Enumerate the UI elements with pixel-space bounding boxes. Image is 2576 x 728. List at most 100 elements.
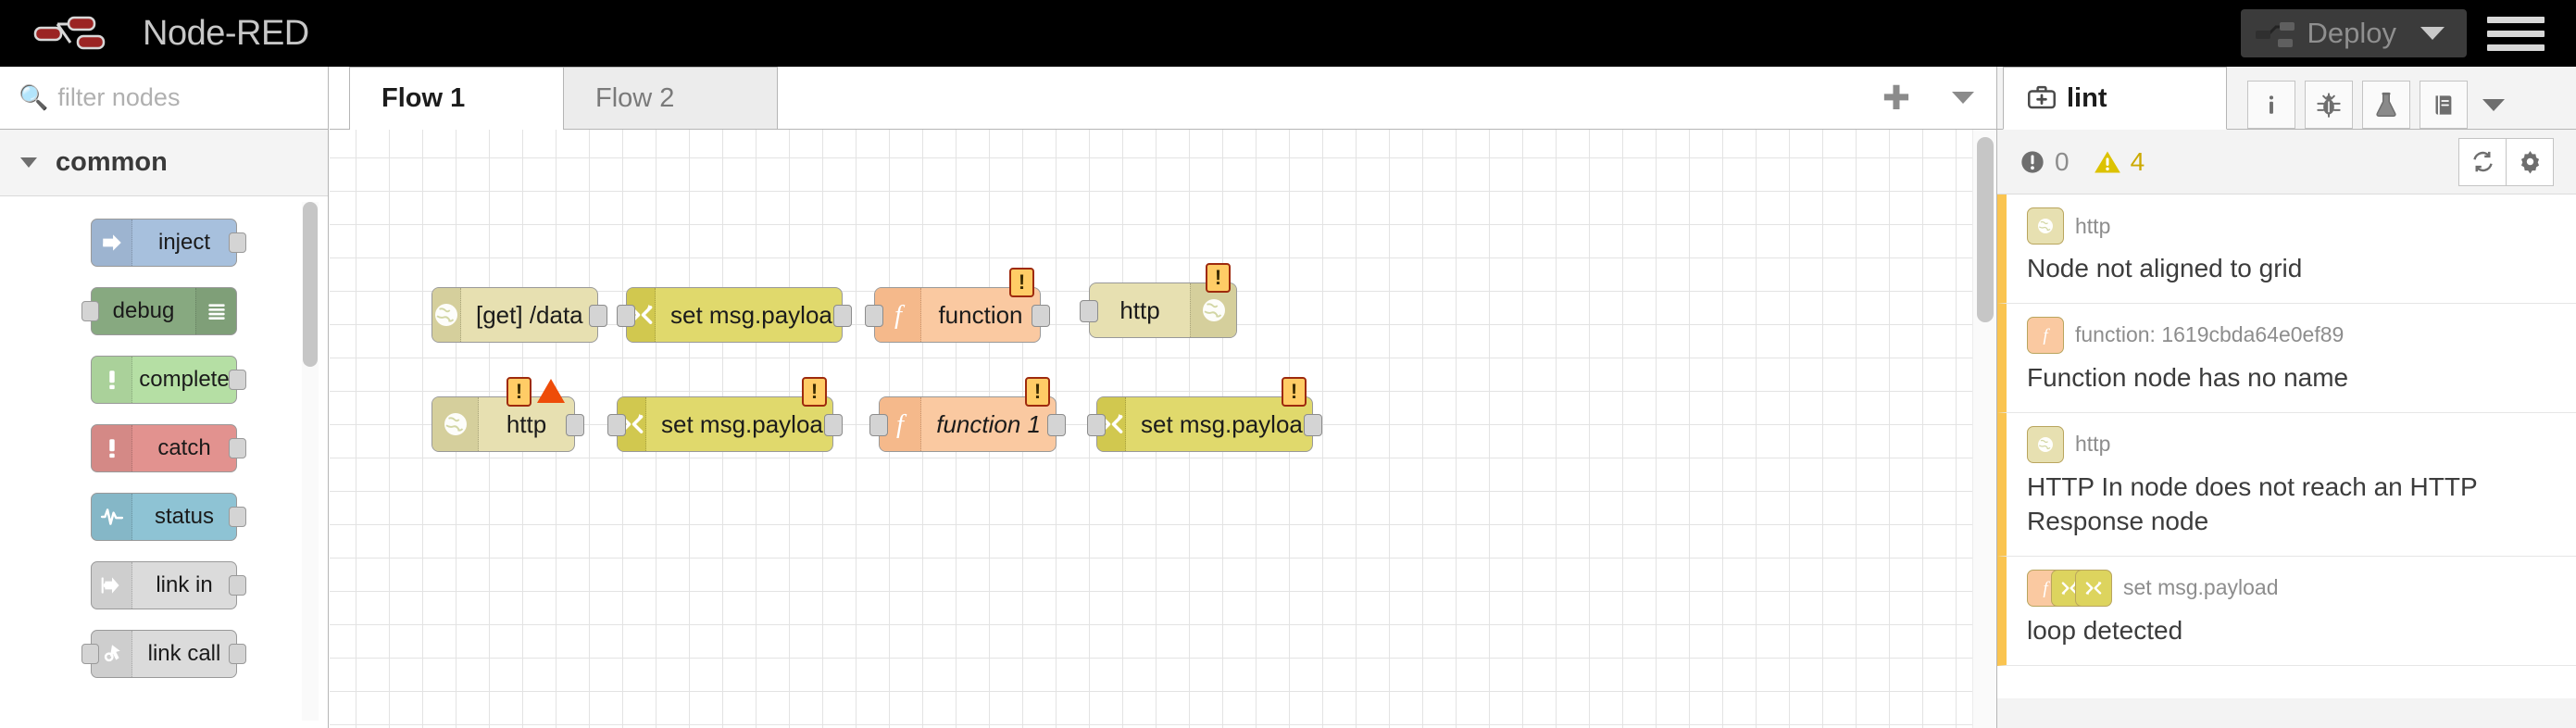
deploy-button[interactable]: Deploy [2240,9,2467,57]
flow-node-change2[interactable]: set msg.payload! [607,377,843,452]
refresh-button[interactable] [2458,137,2507,186]
node-input-port[interactable] [869,414,888,436]
flow-node-httpin1[interactable]: [get] /data [431,287,607,343]
header-actions: Deploy [2240,0,2576,67]
node-output-port[interactable] [566,414,584,436]
node-output-port[interactable] [229,507,246,527]
palette-node-status[interactable]: status [91,493,246,541]
sidebar-tab-test[interactable] [2362,81,2410,129]
flow-node-change3[interactable]: set msg.payload! [1087,377,1322,452]
list-lines-icon [195,288,236,334]
node-output-port[interactable] [589,305,607,327]
flow-node-change1[interactable]: set msg.payload [617,287,852,343]
node-error-badge[interactable]: ! [802,377,827,407]
sidebar-tab-info[interactable] [2247,81,2295,129]
lint-item[interactable]: http Node not aligned to grid [1997,195,2576,304]
node-output-port[interactable] [229,438,246,458]
search-input[interactable] [57,83,299,112]
sidebar-tab-help[interactable] [2420,81,2468,129]
node-output-port[interactable] [1032,305,1050,327]
node-warning-badge[interactable] [537,379,565,403]
lint-item-node-name: function: 1619cbda64e0ef89 [2075,322,2345,347]
palette-node-label: complete [139,367,230,392]
palette-node-inject[interactable]: inject [91,219,246,267]
lint-warning-list: http Node not aligned to grid f function… [1997,195,2576,698]
node-input-port[interactable] [1087,414,1106,436]
palette-node-link-call[interactable]: link call [81,630,246,678]
sidebar-tab-debug[interactable] [2305,81,2353,129]
node-output-port[interactable] [229,644,246,664]
palette-category-label: common [56,147,168,177]
lint-item-header: f set msg.payload [2027,569,2557,607]
f-italic-icon: f [2027,316,2064,354]
flow-node-label: function [938,300,1023,329]
brand: Node-RED [30,11,309,56]
palette-category-common[interactable]: common [0,130,328,196]
lint-item[interactable]: f set msg.payload loop detected [1997,556,2576,666]
palette-scrollbar[interactable] [302,202,319,721]
node-error-badge[interactable]: ! [1025,377,1050,407]
app-header: Node-RED Deploy [0,0,2576,67]
flow-tab-2[interactable]: Flow 2 [563,67,778,129]
lint-item-icons: f [2027,316,2064,354]
canvas-scrollbar[interactable] [1972,130,1996,728]
node-error-badge[interactable]: ! [506,377,531,407]
canvas-scrollbar-thumb[interactable] [1977,137,1994,322]
node-output-port[interactable] [833,305,852,327]
node-input-port[interactable] [1080,300,1098,322]
lint-item[interactable]: http HTTP In node does not reach an HTTP… [1997,412,2576,557]
node-input-port[interactable] [81,644,99,664]
lint-item[interactable]: f function: 1619cbda64e0ef89 Function no… [1997,303,2576,413]
node-input-port[interactable] [865,305,883,327]
node-error-badge[interactable]: ! [1282,377,1307,407]
palette-node-catch[interactable]: catch [91,424,246,472]
link-in-icon [92,562,132,609]
right-sidebar: lint [1996,67,2576,728]
flow-node-function1[interactable]: f function! [865,268,1050,343]
svg-text:f: f [896,410,907,438]
exclamation-icon [92,425,132,471]
globe-icon [2027,207,2064,245]
chevron-down-icon[interactable] [2420,27,2445,40]
palette-node-label: link in [156,572,213,597]
refresh-icon [2472,151,2493,172]
sidebar-tab-lint[interactable]: lint [2003,67,2227,130]
flow-tab-1[interactable]: Flow 1 [349,67,564,130]
palette-search[interactable]: 🔍 [0,67,328,130]
flow-node-httpresp1[interactable]: http ! [1080,263,1237,338]
node-input-port[interactable] [607,414,626,436]
globe-icon [444,413,467,435]
globe-icon [432,397,479,451]
add-flow-button[interactable]: ✚ [1863,67,1930,129]
sidebar-tab-menu-icon[interactable] [2482,98,2505,111]
node-output-port[interactable] [229,370,246,390]
node-output-port[interactable] [1047,414,1066,436]
exclamation-icon [108,370,115,390]
node-input-port[interactable] [617,305,635,327]
node-error-badge[interactable]: ! [1206,263,1231,293]
palette-node-debug[interactable]: debug [81,287,237,335]
node-output-port[interactable] [229,232,246,253]
node-error-badge[interactable]: ! [1009,268,1034,297]
hamburger-menu-icon[interactable] [2487,9,2545,58]
node-input-port[interactable] [81,301,99,321]
flow-list-menu-button[interactable] [1930,67,1996,129]
globe-icon [435,304,457,326]
palette-scrollbar-thumb[interactable] [303,202,318,367]
f-italic-icon: f [894,301,906,329]
node-output-port[interactable] [1304,414,1322,436]
arrow-right-icon [92,220,132,266]
palette-node-link-in[interactable]: link in [91,561,246,609]
globe-icon [2038,436,2053,452]
node-red-logo-icon [33,16,106,50]
node-output-port[interactable] [229,575,246,596]
settings-button[interactable] [2506,137,2554,186]
palette-node-complete[interactable]: complete [91,356,246,404]
flow-node-httpin2[interactable]: http! [431,377,584,452]
plus-icon: ✚ [1882,78,1911,117]
node-output-port[interactable] [824,414,843,436]
